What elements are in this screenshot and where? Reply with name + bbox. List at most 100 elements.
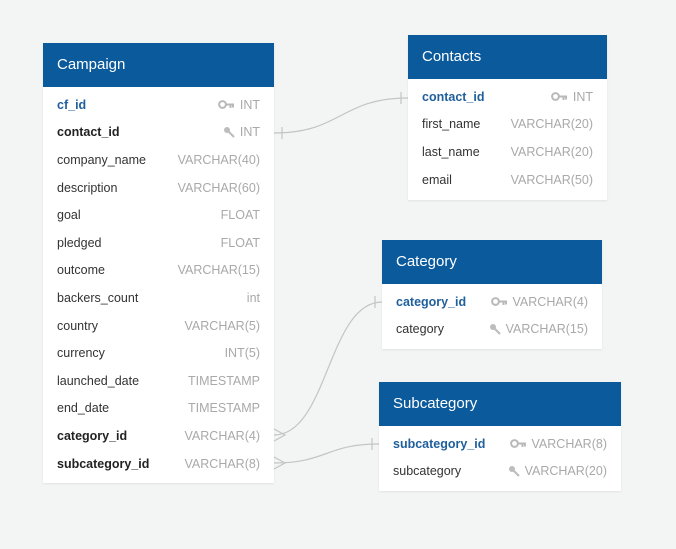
field-row[interactable]: contact_id INT — [43, 119, 274, 147]
field-name: category — [396, 322, 444, 337]
field-row[interactable]: company_name VARCHAR(40) — [43, 146, 274, 174]
field-type-text: FLOAT — [220, 208, 260, 223]
field-type: VARCHAR(20) — [511, 117, 593, 131]
field-type: VARCHAR(50) — [511, 173, 593, 187]
field-name: subcategory_id — [57, 456, 150, 471]
field-name: subcategory — [393, 464, 462, 479]
field-row[interactable]: subcategory_id VARCHAR(8) — [43, 450, 274, 478]
field-row[interactable]: email VARCHAR(50) — [408, 166, 607, 194]
field-name: company_name — [57, 152, 146, 167]
field-type-text: VARCHAR(20) — [510, 144, 593, 159]
field-type-text: VARCHAR(15) — [177, 263, 260, 278]
field-type-text: INT — [572, 89, 593, 104]
field-type: VARCHAR(15) — [489, 322, 588, 336]
field-name: category_id — [57, 428, 128, 443]
field-name: subcategory_id — [393, 436, 486, 451]
field-type-text: TIMESTAMP — [188, 373, 260, 388]
field-row[interactable]: subcategory VARCHAR(20) — [379, 458, 621, 486]
field-type: TIMESTAMP — [188, 401, 260, 415]
field-type: VARCHAR(8) — [185, 457, 260, 471]
table-header[interactable]: Subcategory — [379, 382, 621, 426]
field-name: backers_count — [57, 290, 139, 305]
field-type: TIMESTAMP — [188, 374, 260, 388]
field-row[interactable]: pledged FLOAT — [43, 229, 274, 257]
field-type-text: VARCHAR(4) — [184, 428, 260, 443]
field-type-text: INT — [239, 125, 260, 140]
field-type: VARCHAR(40) — [178, 153, 260, 167]
field-type: VARCHAR(20) — [511, 145, 593, 159]
key-icon — [490, 297, 508, 307]
table-header[interactable]: Category — [382, 240, 602, 284]
field-type-text: VARCHAR(4) — [512, 294, 588, 309]
field-type-text: VARCHAR(60) — [177, 180, 260, 195]
field-type: INT — [550, 89, 593, 104]
field-type-text: VARCHAR(5) — [184, 318, 260, 333]
field-row[interactable]: country VARCHAR(5) — [43, 312, 274, 340]
field-type: VARCHAR(5) — [185, 319, 260, 333]
field-name: contact_id — [57, 125, 120, 140]
field-type: VARCHAR(4) — [185, 429, 260, 443]
field-type: INT — [223, 125, 260, 139]
field-name: category_id — [396, 294, 467, 309]
field-type: INT(5) — [225, 346, 260, 360]
field-type: VARCHAR(8) — [509, 437, 607, 451]
field-row[interactable]: category VARCHAR(15) — [382, 316, 602, 344]
table-header[interactable]: Campaign — [43, 43, 274, 87]
field-row[interactable]: currency INT(5) — [43, 339, 274, 367]
field-type: int — [247, 291, 260, 305]
field-row[interactable]: category_id VARCHAR(4) — [43, 422, 274, 450]
field-type-text: VARCHAR(20) — [524, 464, 607, 479]
cardinality-many-marker — [273, 428, 287, 442]
field-name: description — [57, 180, 118, 195]
field-type: VARCHAR(4) — [490, 294, 588, 309]
wrench-key-icon — [489, 323, 501, 336]
field-name: goal — [57, 208, 81, 223]
link-campaign-category — [273, 301, 383, 436]
field-type: INT — [217, 98, 260, 112]
key-icon — [550, 92, 568, 102]
field-row[interactable]: launched_date TIMESTAMP — [43, 367, 274, 395]
field-name: pledged — [57, 235, 102, 250]
field-type: VARCHAR(60) — [178, 181, 260, 195]
field-name: launched_date — [57, 373, 140, 388]
field-row[interactable]: description VARCHAR(60) — [43, 174, 274, 202]
field-row[interactable]: backers_count int — [43, 284, 274, 312]
field-row[interactable]: cf_id INT — [43, 91, 274, 119]
field-type-text: VARCHAR(15) — [505, 322, 588, 337]
table-category[interactable]: Category category_id VARCHAR(4) category VA… — [382, 240, 602, 349]
field-name: currency — [57, 346, 105, 361]
field-row[interactable]: subcategory_id VARCHAR(8) — [379, 430, 621, 458]
field-type: VARCHAR(20) — [508, 464, 607, 478]
field-row[interactable]: goal FLOAT — [43, 201, 274, 229]
wrench-key-icon — [508, 465, 520, 478]
field-type-text: FLOAT — [220, 235, 260, 250]
link-campaign-contacts — [273, 97, 409, 134]
field-list: category_id VARCHAR(4) category VARCHAR(15) — [382, 284, 602, 343]
field-row[interactable]: category_id VARCHAR(4) — [382, 288, 602, 316]
field-row[interactable]: last_name VARCHAR(20) — [408, 138, 607, 166]
key-icon — [217, 100, 235, 110]
link-campaign-subcategory — [273, 443, 380, 464]
field-name: cf_id — [57, 97, 87, 112]
field-name: last_name — [422, 144, 480, 159]
table-header[interactable]: Contacts — [408, 35, 607, 79]
field-row[interactable]: end_date TIMESTAMP — [43, 395, 274, 423]
field-row[interactable]: contact_id INT — [408, 83, 607, 111]
field-name: end_date — [57, 401, 110, 416]
wrench-key-icon — [223, 126, 235, 139]
field-type: FLOAT — [221, 236, 260, 250]
field-name: country — [57, 318, 98, 333]
field-list: subcategory_id VARCHAR(8) subcategory VARCH… — [379, 426, 621, 485]
field-name: contact_id — [422, 89, 485, 104]
field-type: FLOAT — [221, 208, 260, 222]
field-name: email — [422, 172, 452, 187]
key-icon — [509, 439, 527, 449]
